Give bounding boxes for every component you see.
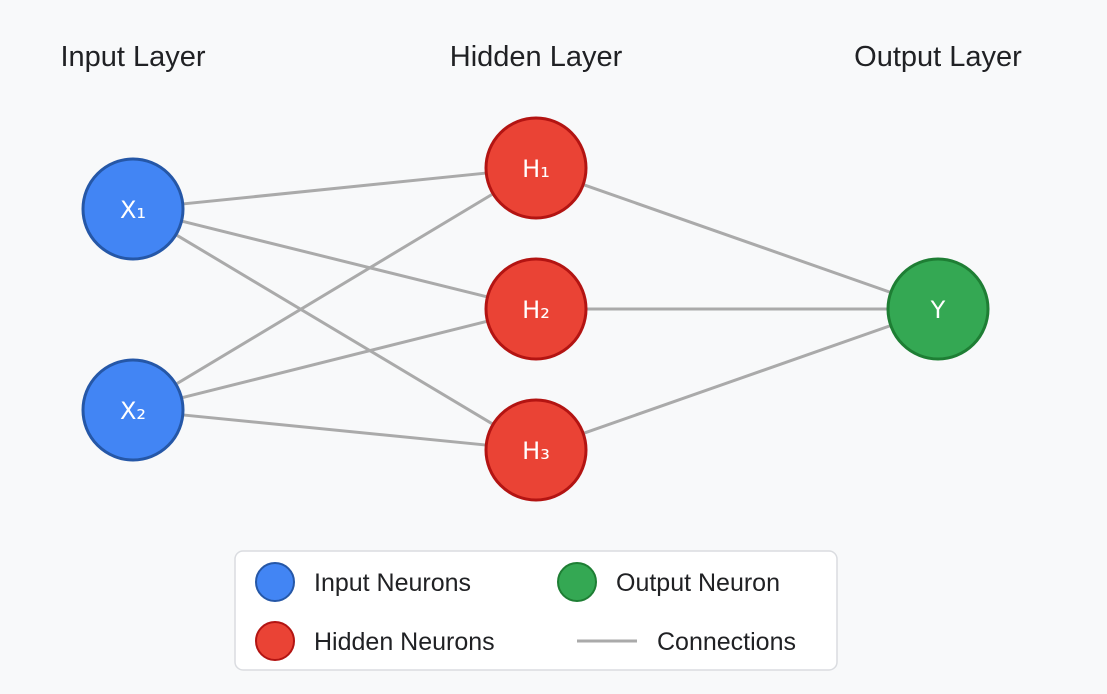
hidden-neuron-label: H₂ bbox=[522, 296, 550, 324]
hidden-neuron-label: H₃ bbox=[522, 437, 550, 465]
hidden-neuron-circle bbox=[484, 116, 588, 220]
neurons-group: X₁ X₂ H₁ H₂ H₃ Y bbox=[81, 116, 990, 502]
input-layer-title: Input Layer bbox=[60, 41, 205, 73]
legend: Input Neurons Output Neuron Hidden Neuro… bbox=[234, 550, 838, 671]
output-neuron-circle bbox=[886, 257, 990, 361]
hidden-neuron-1: H₁ bbox=[484, 116, 588, 220]
connection-1 bbox=[181, 219, 488, 299]
legend-input-label: Input Neurons bbox=[314, 569, 471, 597]
legend-input-swatch bbox=[255, 562, 295, 602]
hidden-neuron-2: H₂ bbox=[484, 257, 588, 361]
connection-4 bbox=[181, 319, 488, 400]
connection-8 bbox=[582, 324, 892, 435]
legend-connections-label: Connections bbox=[657, 628, 796, 656]
input-neuron-2: X₂ bbox=[81, 358, 185, 462]
connections-group bbox=[175, 171, 892, 447]
legend-hidden-swatch bbox=[255, 621, 295, 661]
input-neuron-circle bbox=[81, 157, 185, 261]
legend-output-label: Output Neuron bbox=[616, 569, 780, 597]
hidden-neuron-label: H₁ bbox=[522, 155, 550, 183]
connection-5 bbox=[182, 413, 487, 447]
hidden-layer-title: Hidden Layer bbox=[450, 41, 623, 73]
input-neuron-circle bbox=[81, 358, 185, 462]
connection-3 bbox=[175, 192, 494, 386]
hidden-neuron-3: H₃ bbox=[484, 398, 588, 502]
connection-0 bbox=[182, 171, 487, 206]
hidden-neuron-circle bbox=[484, 398, 588, 502]
input-neuron-label: X₁ bbox=[120, 196, 146, 224]
legend-box bbox=[234, 550, 838, 671]
input-neuron-1: X₁ bbox=[81, 157, 185, 261]
connection-2 bbox=[175, 233, 494, 426]
input-neuron-label: X₂ bbox=[120, 397, 146, 425]
legend-hidden-label: Hidden Neurons bbox=[314, 628, 495, 656]
output-neuron-label: Y bbox=[930, 296, 946, 324]
connection-6 bbox=[582, 183, 892, 294]
output-neuron-1: Y bbox=[886, 257, 990, 361]
output-layer-title: Output Layer bbox=[854, 41, 1022, 73]
hidden-neuron-circle bbox=[484, 257, 588, 361]
legend-output-swatch bbox=[557, 562, 597, 602]
